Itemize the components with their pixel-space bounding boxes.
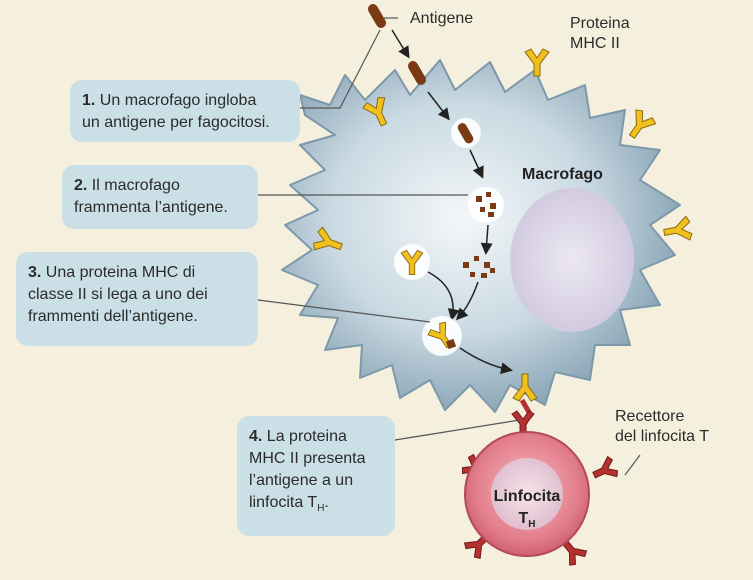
- receptor-label-line2: del linfocita T: [615, 428, 709, 445]
- antigen-label: Antigene: [410, 10, 474, 27]
- receptor-label: Recettore del linfocita T: [615, 407, 709, 447]
- mhc-protein-icon: [621, 106, 658, 144]
- step-number: 2.: [74, 177, 88, 194]
- lymphocyte-label: Linfocita TH: [490, 486, 564, 536]
- step-3-box: 3. Una proteina MHC di classe II si lega…: [16, 252, 258, 346]
- mhc-protein-icon: [524, 48, 550, 77]
- lymphocyte-label-line1: Linfocita: [493, 488, 561, 505]
- step-text: un antigene per fagocitosi.: [82, 114, 270, 131]
- lymphocyte-label-sub: H: [528, 519, 536, 531]
- antigen-fragments-icon: [476, 192, 496, 217]
- antigen-fragments-icon: [463, 256, 495, 278]
- step-number: 3.: [28, 264, 42, 281]
- step-text: classe II si lega a uno dei: [28, 286, 208, 303]
- step-text: linfocita T: [249, 494, 318, 511]
- step-1-box: 1. Un macrofago ingloba un antigene per …: [70, 80, 300, 142]
- antigen-icon: [368, 4, 426, 85]
- macrophage-nucleus: [510, 188, 634, 332]
- step-text-sub: H: [317, 503, 325, 515]
- step-number: 1.: [82, 92, 96, 109]
- step-text: Una proteina MHC di: [45, 264, 196, 281]
- step-number: 4.: [249, 428, 263, 445]
- step-text: frammenta l’antigene.: [74, 199, 228, 216]
- step-text: La proteina: [266, 428, 347, 445]
- step-4-box: 4. La proteina MHC II presenta l’antigen…: [237, 416, 395, 536]
- mhc-label: Proteina MHC II: [570, 14, 630, 54]
- macrophage-label: Macrofago: [522, 166, 603, 183]
- receptor-label-line1: Recettore: [615, 408, 685, 425]
- step-text: MHC II presenta: [249, 450, 366, 467]
- mhc-protein-icon: [661, 215, 694, 245]
- step-text: l’antigene a un: [249, 472, 354, 489]
- lymphocyte-label-T: T: [518, 510, 529, 527]
- mhc-label-line2: MHC II: [570, 35, 620, 52]
- lymphocyte-cell: [459, 410, 621, 568]
- step-text: frammenti dell’antigene.: [28, 308, 198, 325]
- step-text-end: .: [324, 494, 329, 511]
- mhc-label-line1: Proteina: [570, 15, 630, 32]
- step-text: Un macrofago ingloba: [99, 92, 257, 109]
- step-text: Il macrofago: [91, 177, 180, 194]
- step-2-box: 2. Il macrofago frammenta l’antigene.: [62, 165, 258, 229]
